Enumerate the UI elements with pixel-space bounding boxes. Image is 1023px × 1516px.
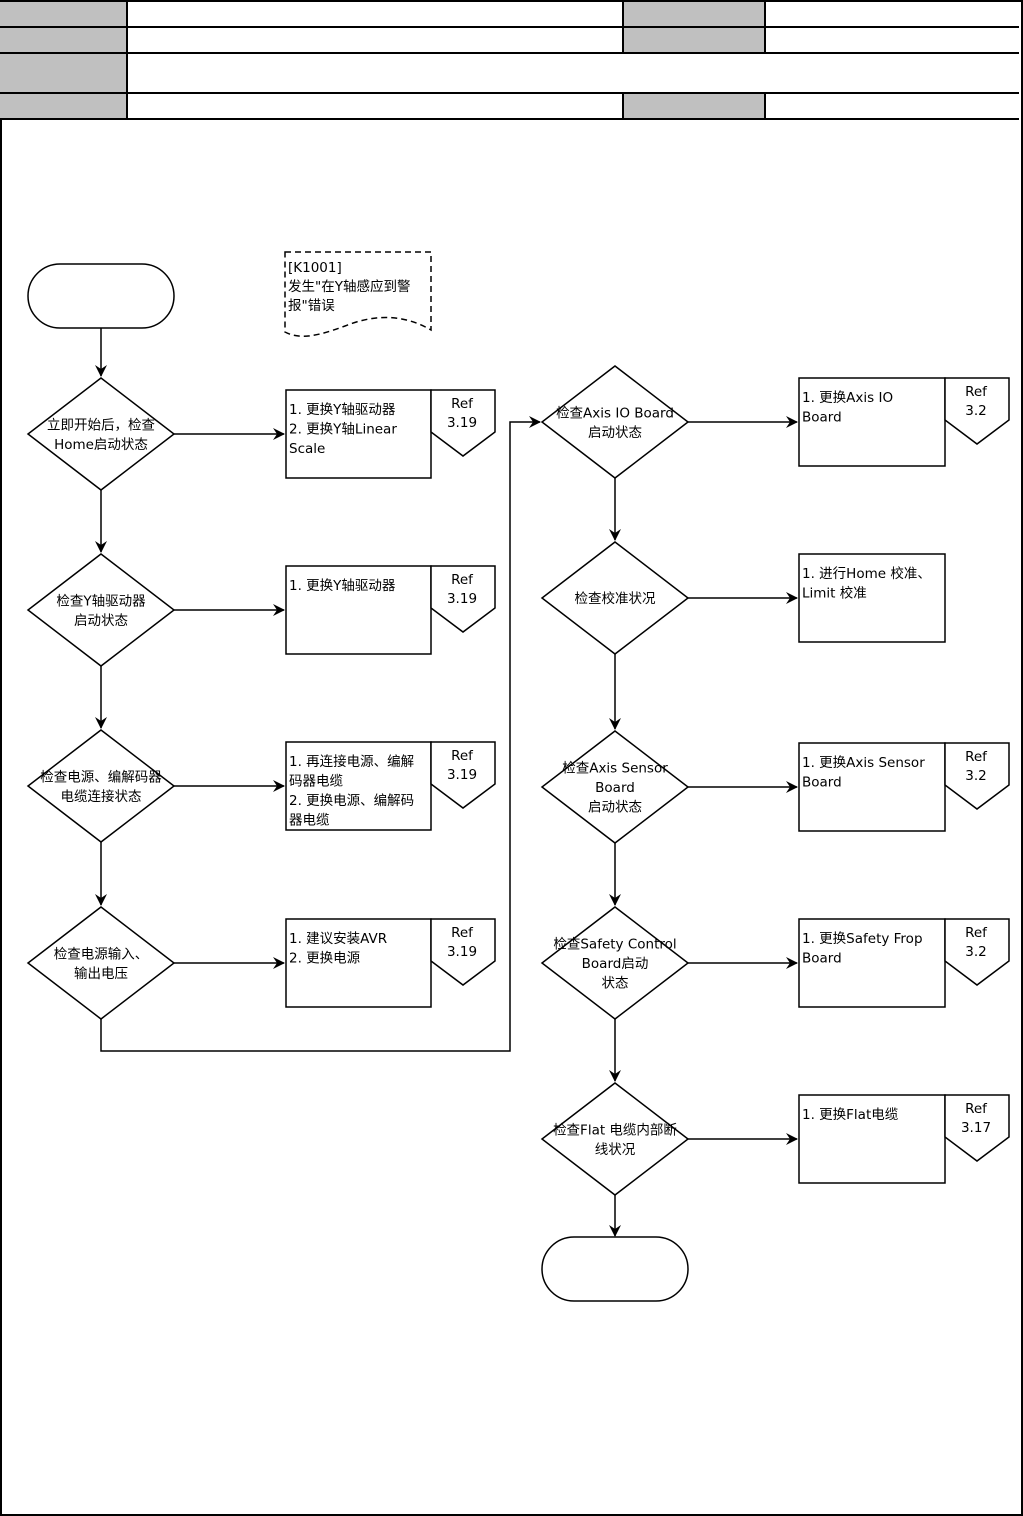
- action-box: [285, 389, 432, 479]
- action-text: 2. 更换Y轴Linear: [289, 422, 397, 438]
- decision-label: 启动状态: [588, 425, 642, 441]
- header-label-cell: [0, 2, 128, 26]
- ref-label: 3.2: [965, 768, 986, 784]
- action-box: [285, 565, 432, 655]
- action-text: Scale: [289, 441, 325, 457]
- ref-tag: [430, 565, 496, 633]
- decision-label: Board启动: [582, 956, 649, 972]
- action-text: 1. 更换Axis Sensor: [802, 755, 925, 771]
- header-label-cell: [624, 94, 766, 118]
- decision-label: 电缆连接状态: [61, 788, 142, 805]
- decision-label: 线状况: [595, 1142, 636, 1158]
- decision-label: 立即开始后，检查: [47, 417, 155, 433]
- decision-label: 检查Flat 电缆内部断: [553, 1122, 677, 1138]
- note-text: 报"错误: [288, 298, 335, 314]
- ref-label: Ref: [965, 1101, 988, 1117]
- ref-tag: [430, 918, 496, 986]
- ref-label: 3.2: [965, 944, 986, 960]
- action-text: 2. 更换电源: [289, 951, 361, 967]
- note-text: [K1001]: [288, 260, 342, 276]
- ref-label: Ref: [451, 572, 474, 588]
- decision-label: 检查校准状况: [575, 590, 656, 607]
- ref-label: Ref: [451, 925, 474, 941]
- decision-label: 检查Safety Control: [553, 937, 676, 953]
- ref-label: 3.19: [447, 944, 477, 960]
- header-label-cell: [624, 2, 766, 26]
- action-text: 1. 更换Y轴驱动器: [289, 402, 396, 418]
- ref-label: Ref: [451, 748, 474, 764]
- ref-label: Ref: [965, 749, 988, 765]
- action-box: [798, 1094, 946, 1184]
- action-text: 码器电缆: [289, 774, 343, 790]
- action-text: 1. 更换Axis IO: [802, 390, 893, 406]
- decision-label: Board: [595, 780, 635, 796]
- action-box: [285, 918, 432, 1008]
- decision-label: 检查Axis IO Board: [556, 405, 674, 421]
- header-value-cell: [128, 28, 624, 52]
- action-text: Board: [802, 775, 842, 791]
- action-text: 2. 更换电源、编解码: [289, 793, 414, 809]
- alarm-note: [284, 251, 432, 337]
- header-row-3: [0, 54, 1019, 94]
- action-text: 1. 再连接电源、编解: [289, 753, 414, 770]
- action-text: Board: [802, 410, 842, 426]
- header-row-2: [0, 28, 1019, 54]
- decision-label: 输出电压: [74, 966, 128, 982]
- ref-tag: [944, 742, 1010, 810]
- header-label-cell: [0, 54, 128, 92]
- decision-diamond: [26, 377, 176, 491]
- action-text: Limit 校准: [802, 585, 867, 602]
- action-box: [285, 741, 432, 831]
- ref-tag: [944, 1094, 1010, 1162]
- action-text: 器电缆: [289, 813, 330, 829]
- connector-line: [100, 416, 541, 1052]
- decision-label: 检查Axis Sensor: [562, 761, 668, 777]
- decision-diamond: [26, 729, 176, 843]
- ref-tag: [430, 741, 496, 809]
- ref-label: 3.19: [447, 767, 477, 783]
- note-text: 发生"在Y轴感应到警: [288, 278, 410, 295]
- ref-label: 3.19: [447, 591, 477, 607]
- header-value-cell: [128, 2, 624, 26]
- ref-tag: [944, 377, 1010, 445]
- decision-label: 检查Y轴驱动器: [56, 593, 146, 609]
- ref-label: Ref: [451, 396, 474, 412]
- decision-label: 启动状态: [588, 800, 642, 816]
- ref-label: 3.2: [965, 403, 986, 419]
- header-label-cell: [0, 94, 128, 118]
- decision-label: Home启动状态: [54, 437, 148, 453]
- header-label-cell: [0, 28, 128, 52]
- ref-tag: [430, 389, 496, 457]
- action-box: [798, 553, 946, 643]
- header-label-cell: [624, 28, 766, 52]
- header-value-cell: [128, 94, 624, 118]
- ref-tag: [944, 918, 1010, 986]
- header-row-1: [0, 2, 1019, 28]
- action-text: 1. 进行Home 校准、: [802, 565, 931, 582]
- decision-label: 检查电源、编解码器: [40, 769, 162, 785]
- ref-label: 3.19: [447, 415, 477, 431]
- decision-label: 启动状态: [74, 613, 128, 629]
- ref-label: 3.17: [961, 1120, 991, 1136]
- action-box: [798, 918, 946, 1008]
- decision-label: 状态: [602, 976, 629, 992]
- start-terminator: [27, 263, 175, 329]
- header-row-4: [0, 94, 1019, 120]
- action-text: 1. 更换Flat电缆: [802, 1107, 899, 1123]
- ref-label: Ref: [965, 384, 988, 400]
- decision-diamond: [26, 553, 176, 667]
- decision-diamond: [540, 365, 690, 479]
- action-box: [798, 742, 946, 832]
- action-text: 1. 建议安装AVR: [289, 931, 387, 947]
- ref-label: Ref: [965, 925, 988, 941]
- decision-label: 检查电源输入、: [54, 946, 149, 962]
- decision-diamond: [26, 906, 176, 1020]
- action-text: 1. 更换Safety Frop: [802, 931, 923, 947]
- action-text: Board: [802, 951, 842, 967]
- action-box: [798, 377, 946, 467]
- action-text: 1. 更换Y轴驱动器: [289, 578, 396, 594]
- end-terminator: [541, 1236, 689, 1302]
- decision-diamond: [540, 1082, 690, 1196]
